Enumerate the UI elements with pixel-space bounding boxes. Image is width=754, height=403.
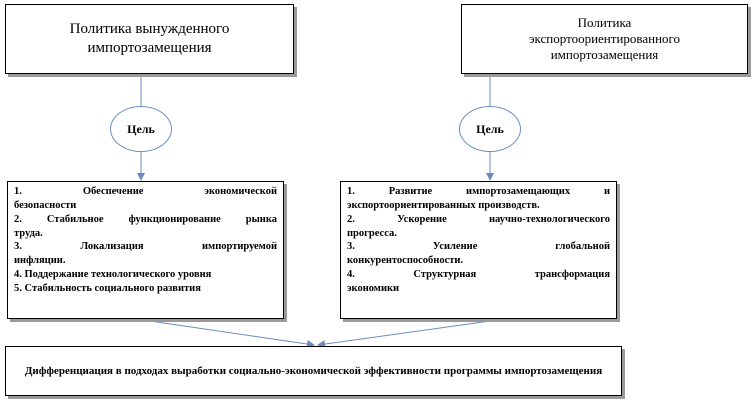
forced-import-substitution-title: Политика вынужденного импортозамещения — [69, 20, 230, 57]
list-item: безопасности — [14, 199, 77, 211]
differentiation-result-text: Дифференциация в подходах выработки соци… — [24, 364, 603, 377]
list-item: 4. Структурная трансформация — [347, 269, 610, 281]
goal-label-right: Цель — [476, 121, 504, 136]
export-oriented-goals-list: 1. Развитие импортозамещающих и экспорто… — [340, 181, 617, 319]
goal-ellipse-right: Цель — [459, 106, 521, 152]
arrow-left-list-to-bottom — [149, 320, 315, 348]
forced-goals-list: 1. Обеспечение экономической безопасност… — [7, 181, 284, 319]
list-item: экспортоориентированных производств. — [347, 199, 540, 211]
list-item: экономики — [347, 283, 400, 295]
list-item: 3. Локализация импортируемой — [14, 241, 277, 253]
export-oriented-title-line-2: экспортоориентированного — [528, 30, 681, 46]
list-item: 5. Стабильность социального развития — [14, 283, 201, 295]
list-item: 2. Стабильное функционирование рынка — [14, 213, 277, 225]
list-item: 1. Развитие импортозамещающих и — [347, 186, 610, 197]
list-item: прогресса. — [347, 227, 397, 239]
export-oriented-import-substitution-box: Политика экспортоориентированного импорт… — [461, 4, 748, 74]
goal-label-left: Цель — [127, 121, 155, 136]
list-item: 3. Усиление глобальной — [347, 241, 610, 253]
list-item: конкурентоспособности. — [347, 255, 464, 267]
list-item: 2. Ускорение научно-технологического — [347, 213, 610, 225]
list-item: инфляции. — [14, 255, 66, 267]
forced-import-substitution-box: Политика вынужденного импортозамещения — [5, 4, 294, 74]
export-oriented-title-line-1: Политика — [577, 14, 632, 30]
export-oriented-title-line-3: импортозамещения — [550, 47, 659, 63]
differentiation-result-box: Дифференциация в подходах выработки соци… — [5, 346, 622, 396]
list-item: 1. Обеспечение экономической — [14, 186, 277, 197]
arrow-right-list-to-bottom — [317, 320, 491, 348]
list-item: 4. Поддержание технологического уровня — [14, 269, 212, 281]
goal-ellipse-left: Цель — [110, 106, 172, 152]
list-item: труда. — [14, 227, 43, 239]
